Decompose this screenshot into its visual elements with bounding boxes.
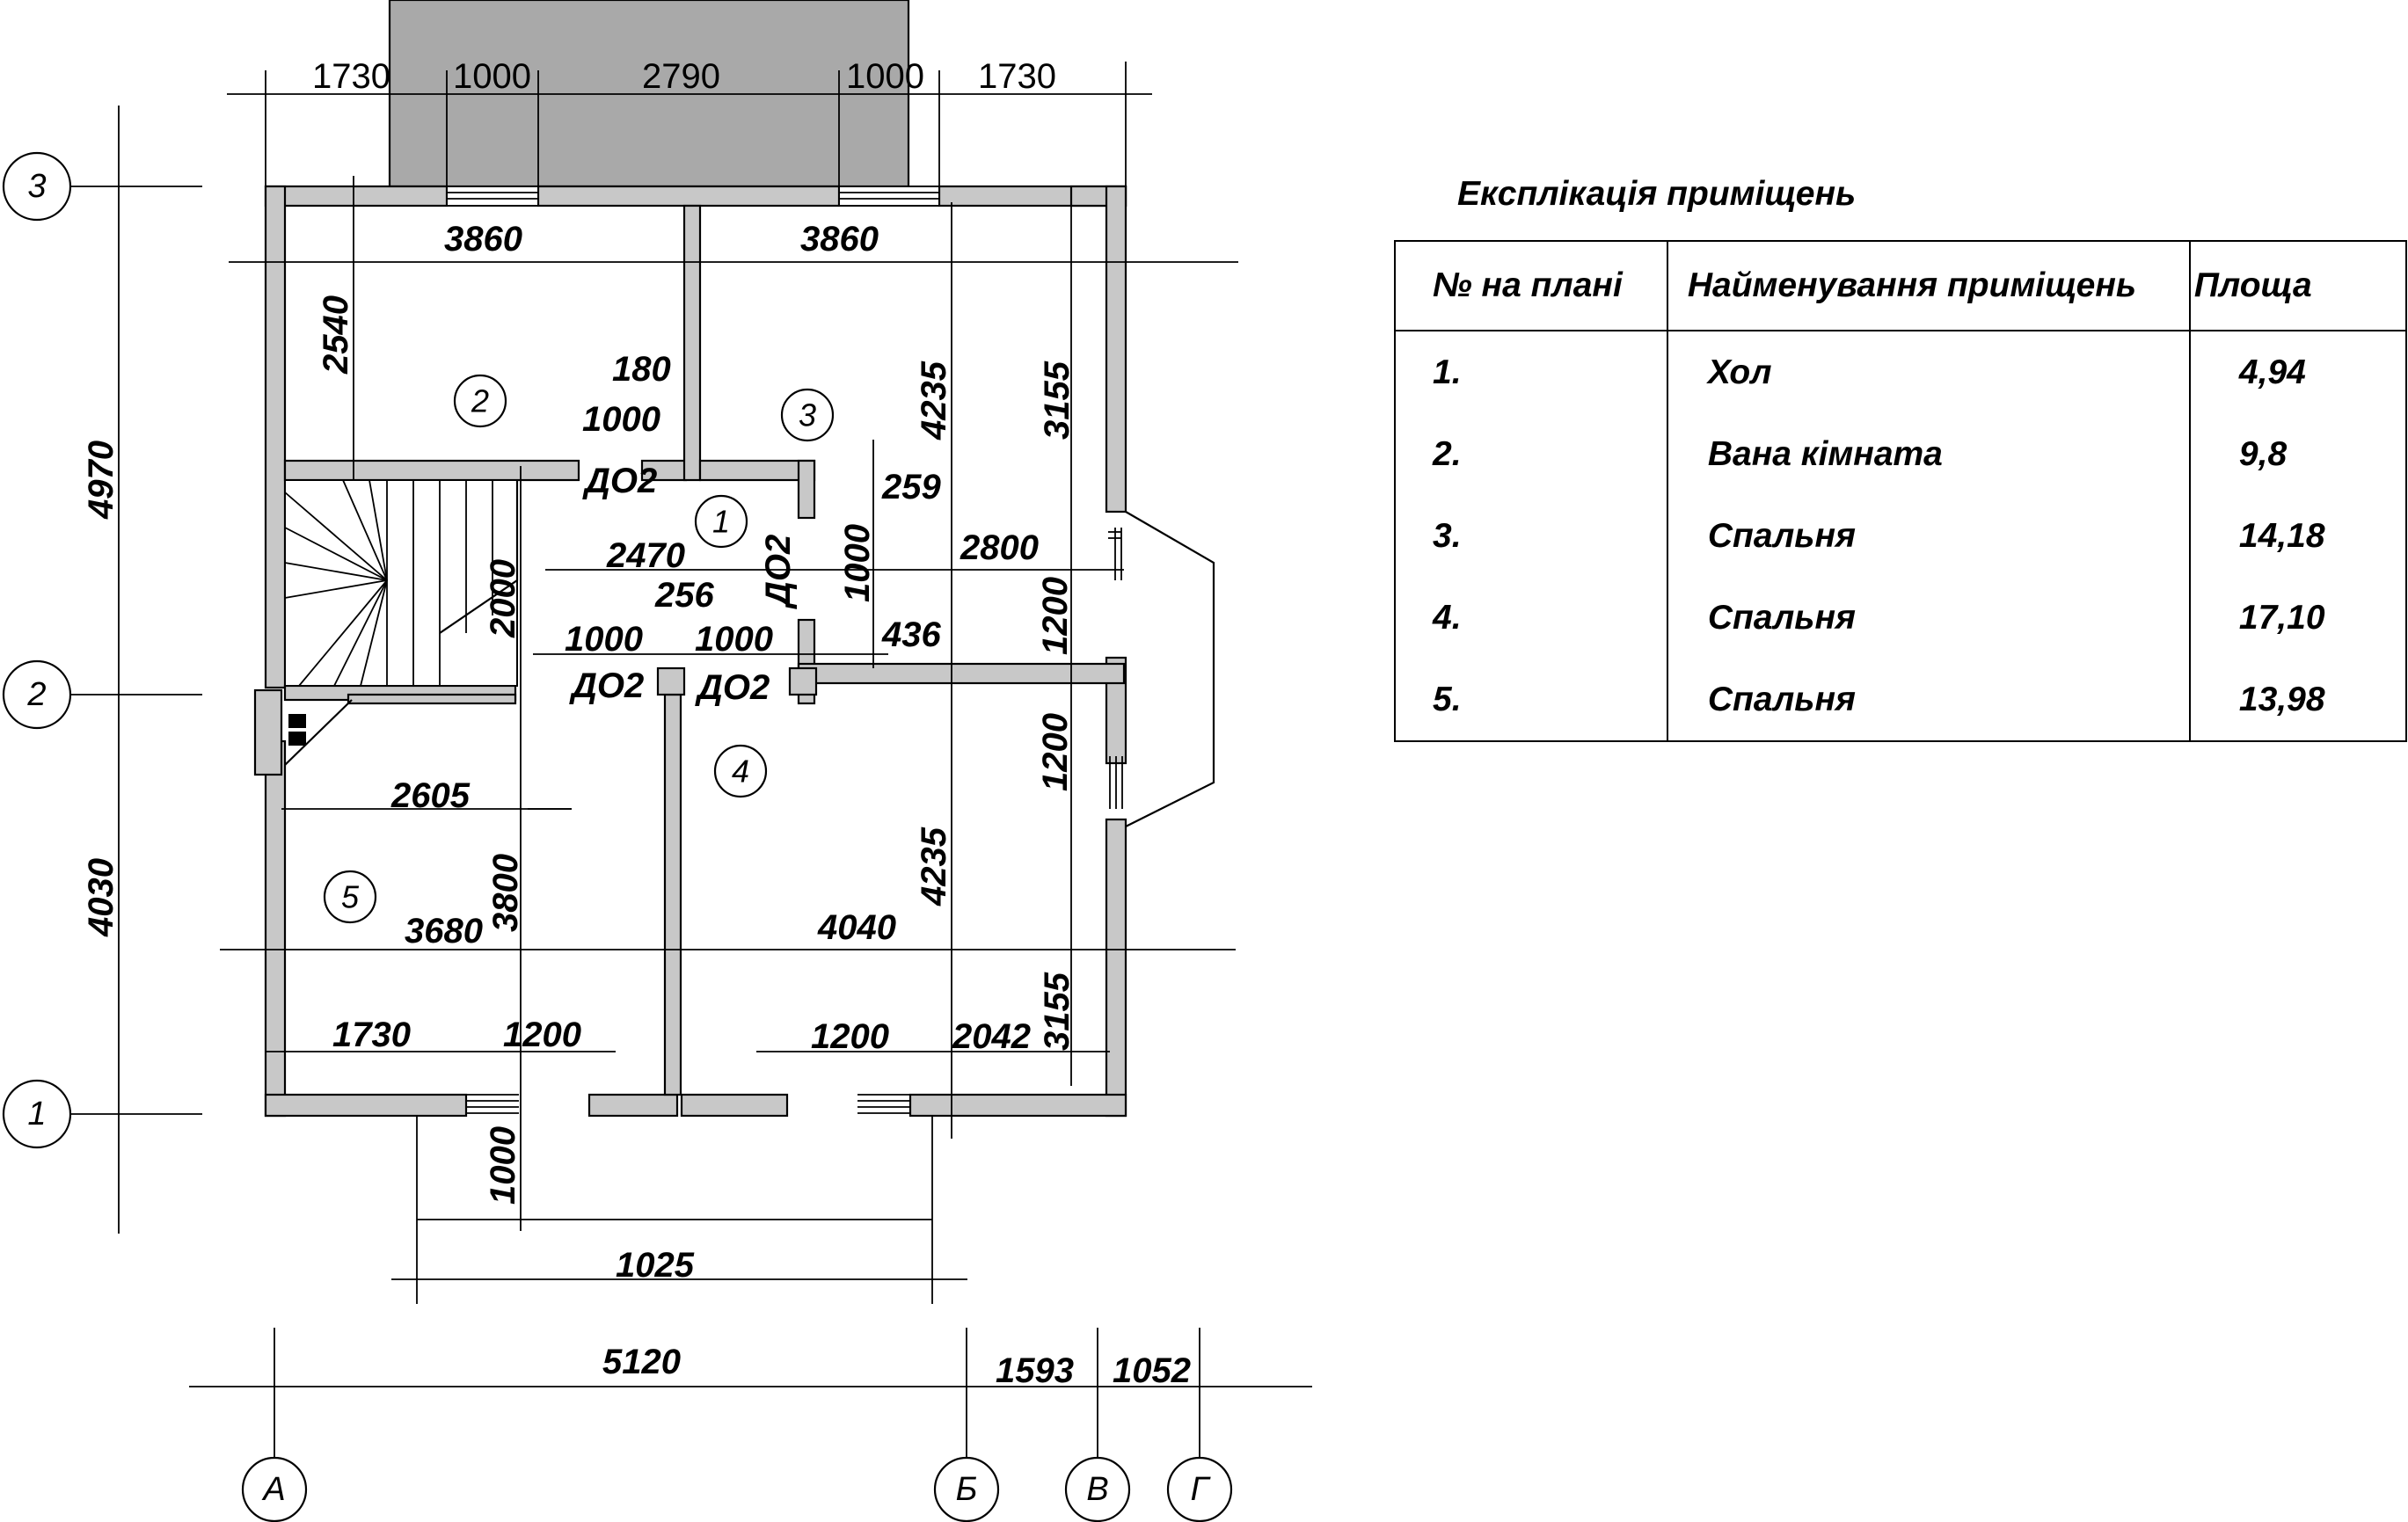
legend-title: Експлікація приміщень: [1457, 175, 1857, 213]
door-do2-bedroom3: ДО2: [759, 535, 798, 609]
legend-header-number: № на плані: [1394, 240, 1668, 331]
dim-room2-height: 2540: [317, 295, 355, 375]
axis-col-A: А: [261, 1471, 285, 1508]
legend-row-name: Спальня: [1666, 577, 2191, 659]
room-marker-5: 5: [341, 879, 360, 915]
axis-col-V: В: [1086, 1471, 1108, 1508]
door-do2-bedroom5: ДО2: [569, 666, 644, 705]
dim-2800: 2800: [960, 528, 1039, 567]
dim-4235-lower: 4235: [915, 827, 953, 907]
dim-2605: 2605: [390, 776, 471, 815]
window-right-lower: [1109, 756, 1123, 809]
dim-4040: 4040: [817, 908, 896, 947]
dim-3155-upper: 3155: [1038, 360, 1076, 440]
dim-436: 436: [881, 615, 941, 654]
legend-row-area: 14,18: [2188, 495, 2408, 577]
door-do2-bathroom: ДО2: [582, 462, 657, 500]
dim-4235-upper: 4235: [915, 360, 953, 441]
window-bottom-left: [466, 1094, 519, 1114]
dim-1593: 1593: [996, 1351, 1074, 1390]
legend-header-name: Найменування приміщень: [1666, 240, 2191, 331]
legend-row: 4. Спальня 17,10: [1394, 577, 2408, 659]
window-top-left: [446, 186, 539, 207]
axis-markers: 3 2 1 А Б В Г: [2, 151, 1233, 1522]
dim-2000: 2000: [484, 559, 522, 638]
legend-row-area: 4,94: [2188, 331, 2408, 413]
dim-1000-door: 1000: [582, 400, 660, 439]
dim-top-2: 1000: [453, 57, 531, 96]
staircase: [284, 479, 519, 687]
door-do2-bedroom4: ДО2: [695, 668, 770, 707]
dim-top-3: 2790: [642, 57, 720, 96]
legend-row-name: Вана кімната: [1666, 413, 2191, 495]
dim-1052: 1052: [1113, 1351, 1191, 1390]
chimney: [284, 699, 353, 766]
dim-1200-bottom-right: 1200: [811, 1017, 889, 1056]
legend-row: 3. Спальня 14,18: [1394, 495, 2408, 577]
dim-1730-bottom: 1730: [332, 1016, 411, 1054]
axis-row-2: 2: [26, 676, 46, 713]
dim-259: 259: [881, 468, 941, 506]
legend-row-name: Спальня: [1666, 659, 2191, 742]
terrace: [388, 0, 910, 188]
legend-header-area: Площа: [2188, 240, 2408, 331]
legend-row-area: 17,10: [2188, 577, 2408, 659]
rooms-legend: Експлікація приміщень № на плані Наймену…: [1394, 171, 2408, 742]
dim-2042: 2042: [952, 1017, 1031, 1056]
dim-room2-width: 3860: [444, 220, 522, 259]
door-labels: ДО2 ДО2 ДО2 ДО2: [569, 462, 798, 707]
dim-5120: 5120: [602, 1343, 681, 1381]
dim-room3-width: 3860: [800, 220, 879, 259]
dim-1200-lower: 1200: [1036, 713, 1075, 791]
dim-1000-right: 1000: [695, 620, 773, 659]
legend-row-number: 1.: [1394, 331, 1668, 413]
window-bottom-right: [857, 1094, 910, 1114]
legend-row-number: 5.: [1394, 659, 1668, 742]
dimension-texts: 1730 1000 2790 1000 1730 3860 3860 2540 …: [82, 57, 1191, 1390]
axis-col-G: Г: [1191, 1471, 1212, 1508]
legend-row-number: 3.: [1394, 495, 1668, 577]
dim-3680: 3680: [405, 912, 483, 950]
dim-left-4030: 4030: [82, 858, 120, 937]
room-markers: 2 3 1 4 5: [323, 374, 835, 924]
legend-row-name: Спальня: [1666, 495, 2191, 577]
axis-row-3: 3: [27, 168, 46, 205]
dim-2470: 2470: [606, 536, 685, 575]
dim-1000-porch: 1000: [484, 1126, 522, 1205]
legend-header-row: № на плані Найменування приміщень Площа: [1394, 240, 2408, 331]
legend-row: 1. Хол 4,94: [1394, 331, 2408, 413]
legend-row: 2. Вана кімната 9,8: [1394, 413, 2408, 495]
dim-3155-lower: 3155: [1038, 972, 1076, 1051]
walls: [253, 185, 1127, 1118]
legend-row-name: Хол: [1666, 331, 2191, 413]
legend-row-area: 9,8: [2188, 413, 2408, 495]
dim-3800: 3800: [486, 854, 525, 932]
dim-256: 256: [654, 576, 714, 615]
window-top-right: [838, 186, 940, 207]
room-marker-2: 2: [471, 383, 489, 419]
dim-left-4970: 4970: [82, 441, 120, 520]
window-right-upper: [1108, 528, 1122, 580]
dim-1025: 1025: [616, 1246, 695, 1285]
dim-180: 180: [612, 350, 671, 389]
room-marker-3: 3: [799, 397, 816, 433]
room-marker-1: 1: [712, 504, 730, 540]
legend-row-number: 2.: [1394, 413, 1668, 495]
legend-row: 5. Спальня 13,98: [1394, 659, 2408, 742]
dim-top-5: 1730: [978, 57, 1056, 96]
legend-row-number: 4.: [1394, 577, 1668, 659]
dim-top-4: 1000: [846, 57, 924, 96]
dim-1200-bottom-left: 1200: [503, 1016, 581, 1054]
dim-1000-vertical: 1000: [838, 524, 877, 602]
room-marker-4: 4: [732, 754, 749, 790]
axis-col-B: Б: [956, 1471, 978, 1508]
dim-top-1: 1730: [312, 57, 390, 96]
legend-row-area: 13,98: [2188, 659, 2408, 742]
axis-row-1: 1: [27, 1096, 46, 1132]
legend-table: № на плані Найменування приміщень Площа …: [1394, 240, 2408, 742]
dim-1000-left: 1000: [565, 620, 643, 659]
dim-1200-upper: 1200: [1036, 577, 1075, 655]
dimension-lines: [70, 62, 1312, 1464]
